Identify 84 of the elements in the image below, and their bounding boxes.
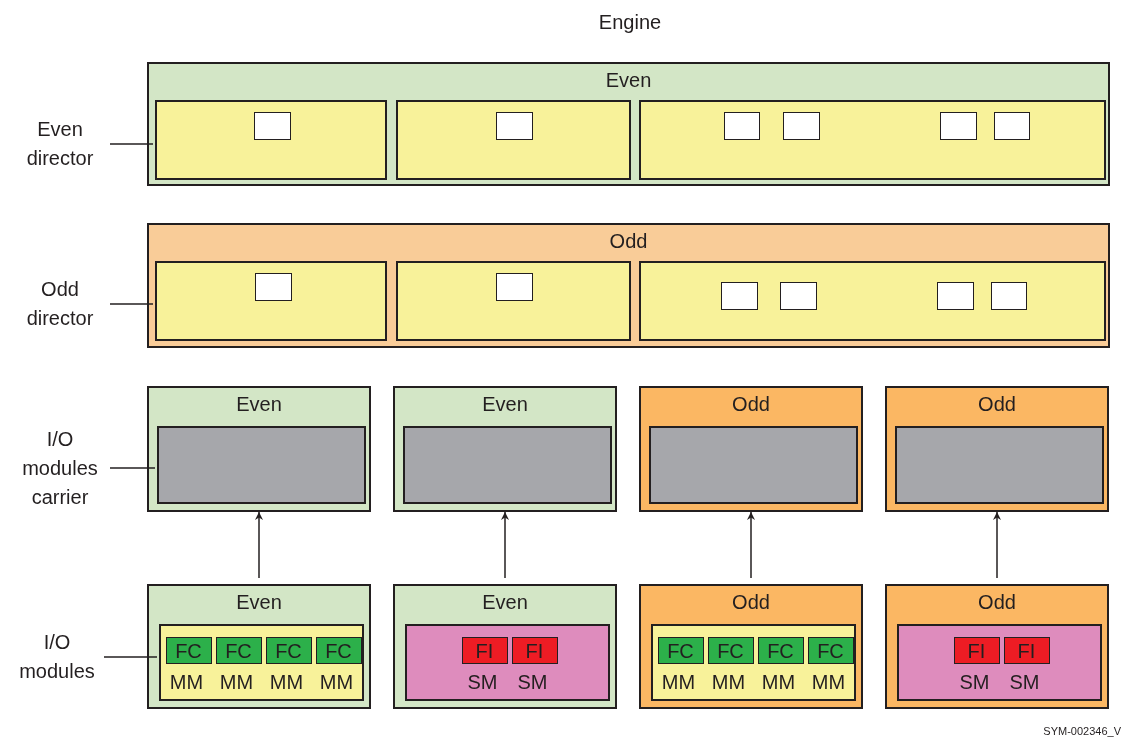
carrier-panel xyxy=(639,386,863,512)
port-window xyxy=(940,112,977,140)
port-window xyxy=(496,112,533,140)
module-label: SM xyxy=(1008,670,1041,695)
leader-line xyxy=(109,143,154,145)
module-label: MM xyxy=(810,670,847,695)
module-label: MM xyxy=(168,670,205,695)
module-label: MM xyxy=(218,670,255,695)
carrier-slot xyxy=(157,426,366,504)
slot-box xyxy=(639,100,1106,180)
module-label: MM xyxy=(268,670,305,695)
panel-heading: Odd xyxy=(977,590,1017,614)
port-chip: FI xyxy=(511,637,558,664)
arrow xyxy=(501,511,509,579)
slot-box xyxy=(396,261,631,341)
panel-heading: Odd xyxy=(977,392,1017,416)
module-label: MM xyxy=(660,670,697,695)
port-window xyxy=(937,282,974,310)
port-chip: FC xyxy=(265,637,312,664)
carrier-panel xyxy=(885,386,1109,512)
callout-label: Even director xyxy=(10,116,110,172)
module-label: MM xyxy=(318,670,355,695)
port-chip: FC xyxy=(657,637,704,664)
module-label: SM xyxy=(516,670,549,695)
port-window xyxy=(994,112,1030,140)
port-window xyxy=(496,273,533,301)
module-label: SM xyxy=(958,670,991,695)
module-card xyxy=(405,624,610,701)
module-label: MM xyxy=(710,670,747,695)
carrier-slot xyxy=(403,426,612,504)
callout-label: Odd director xyxy=(10,276,110,332)
port-window xyxy=(255,273,292,301)
slot-box xyxy=(396,100,631,180)
port-window xyxy=(254,112,291,140)
director-panel xyxy=(147,223,1110,348)
port-window xyxy=(724,112,760,140)
slot-box xyxy=(155,261,387,341)
panel-heading: Odd xyxy=(608,229,649,253)
port-chip: FI xyxy=(1003,637,1050,664)
module-panel xyxy=(393,584,617,709)
director-panel xyxy=(147,62,1110,186)
port-window xyxy=(780,282,817,310)
panel-heading: Even xyxy=(481,590,529,614)
callout-label: I/O modules xyxy=(10,628,104,686)
port-window xyxy=(721,282,758,310)
carrier-panel xyxy=(147,386,371,512)
module-panel xyxy=(147,584,371,709)
callout-label: I/O modules carrier xyxy=(10,424,110,512)
carrier-panel xyxy=(393,386,617,512)
arrow xyxy=(255,511,263,579)
port-window xyxy=(991,282,1027,310)
module-label: MM xyxy=(760,670,797,695)
module-card xyxy=(159,624,364,701)
panel-heading: Even xyxy=(235,392,283,416)
port-chip: FC xyxy=(757,637,804,664)
diagram-title: Engine xyxy=(597,10,663,34)
arrow xyxy=(993,511,1001,579)
module-card xyxy=(897,624,1102,701)
port-chip: FI xyxy=(953,637,1000,664)
figure-id: SYM-002346_V xyxy=(1043,724,1121,738)
carrier-slot xyxy=(895,426,1104,504)
port-window xyxy=(783,112,820,140)
port-chip: FI xyxy=(461,637,508,664)
leader-line xyxy=(103,656,158,658)
slot-box xyxy=(639,261,1106,341)
panel-heading: Odd xyxy=(731,392,771,416)
module-panel xyxy=(885,584,1109,709)
port-chip: FC xyxy=(807,637,854,664)
port-chip: FC xyxy=(707,637,754,664)
arrow xyxy=(747,511,755,579)
slot-box xyxy=(155,100,387,180)
panel-heading: Even xyxy=(235,590,283,614)
module-card xyxy=(651,624,856,701)
panel-heading: Even xyxy=(481,392,529,416)
panel-heading: Even xyxy=(604,68,653,92)
module-label: SM xyxy=(466,670,499,695)
port-chip: FC xyxy=(215,637,262,664)
leader-line xyxy=(109,303,154,305)
leader-line xyxy=(109,467,156,469)
port-chip: FC xyxy=(165,637,212,664)
port-chip: FC xyxy=(315,637,362,664)
panel-heading: Odd xyxy=(731,590,771,614)
module-panel xyxy=(639,584,863,709)
carrier-slot xyxy=(649,426,858,504)
